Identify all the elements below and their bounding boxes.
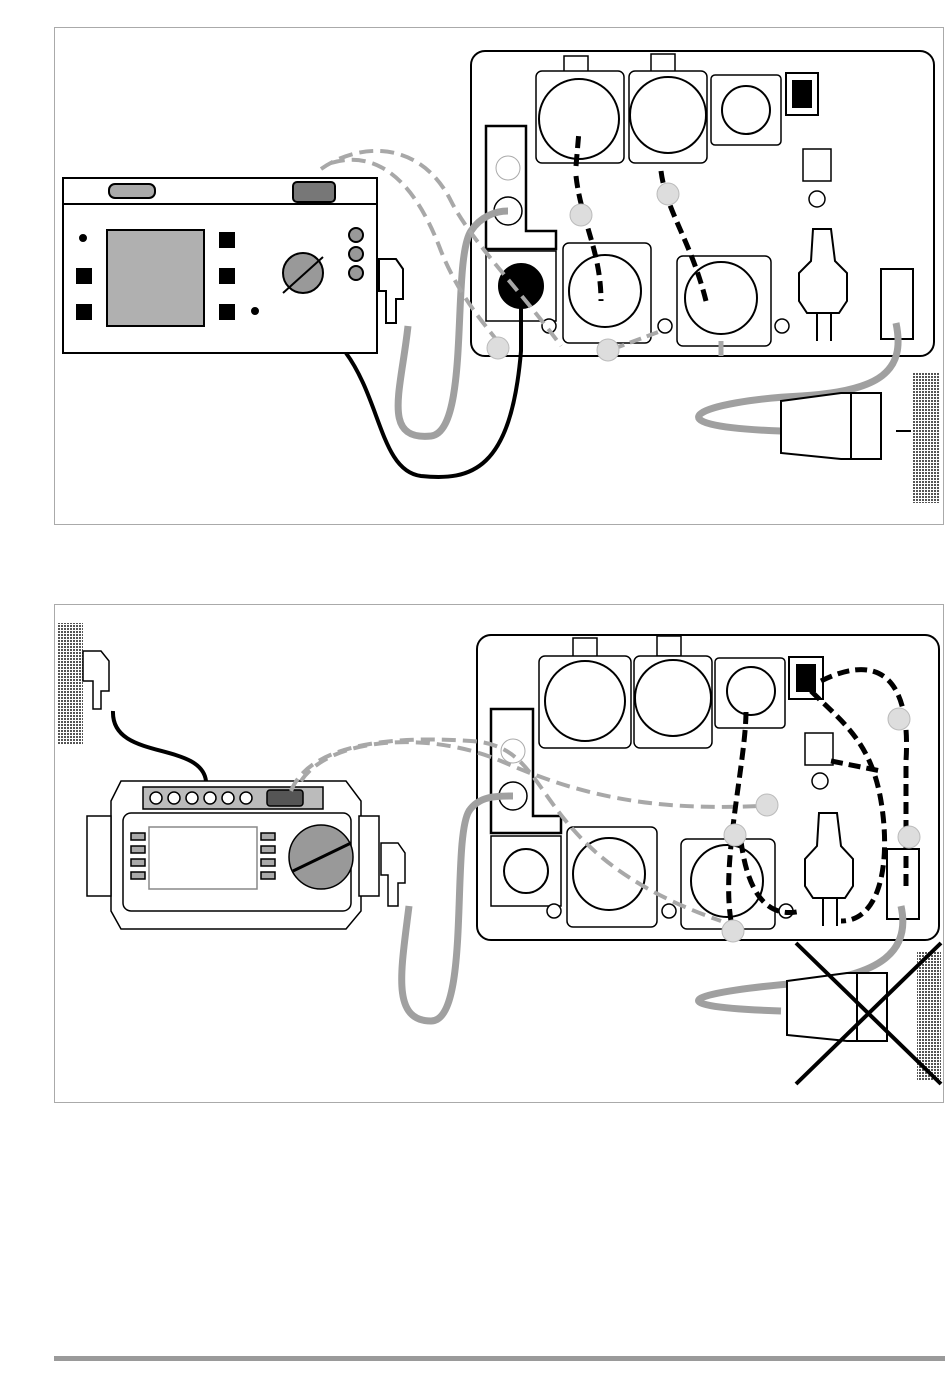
wall-socket-icon (57, 623, 83, 745)
diagram-2-svg (55, 605, 945, 1104)
socket-panel-icon (477, 635, 939, 940)
tester-icon (63, 178, 403, 353)
footer-rule (54, 1356, 945, 1361)
wall-socket-icon (913, 373, 939, 503)
socket-panel-icon (471, 51, 934, 356)
tester-icon (83, 651, 405, 929)
connection-diagram-2 (54, 604, 944, 1103)
mains-plug (781, 393, 911, 459)
diagram-1-svg (55, 28, 945, 526)
connection-diagram-1 (54, 27, 944, 525)
